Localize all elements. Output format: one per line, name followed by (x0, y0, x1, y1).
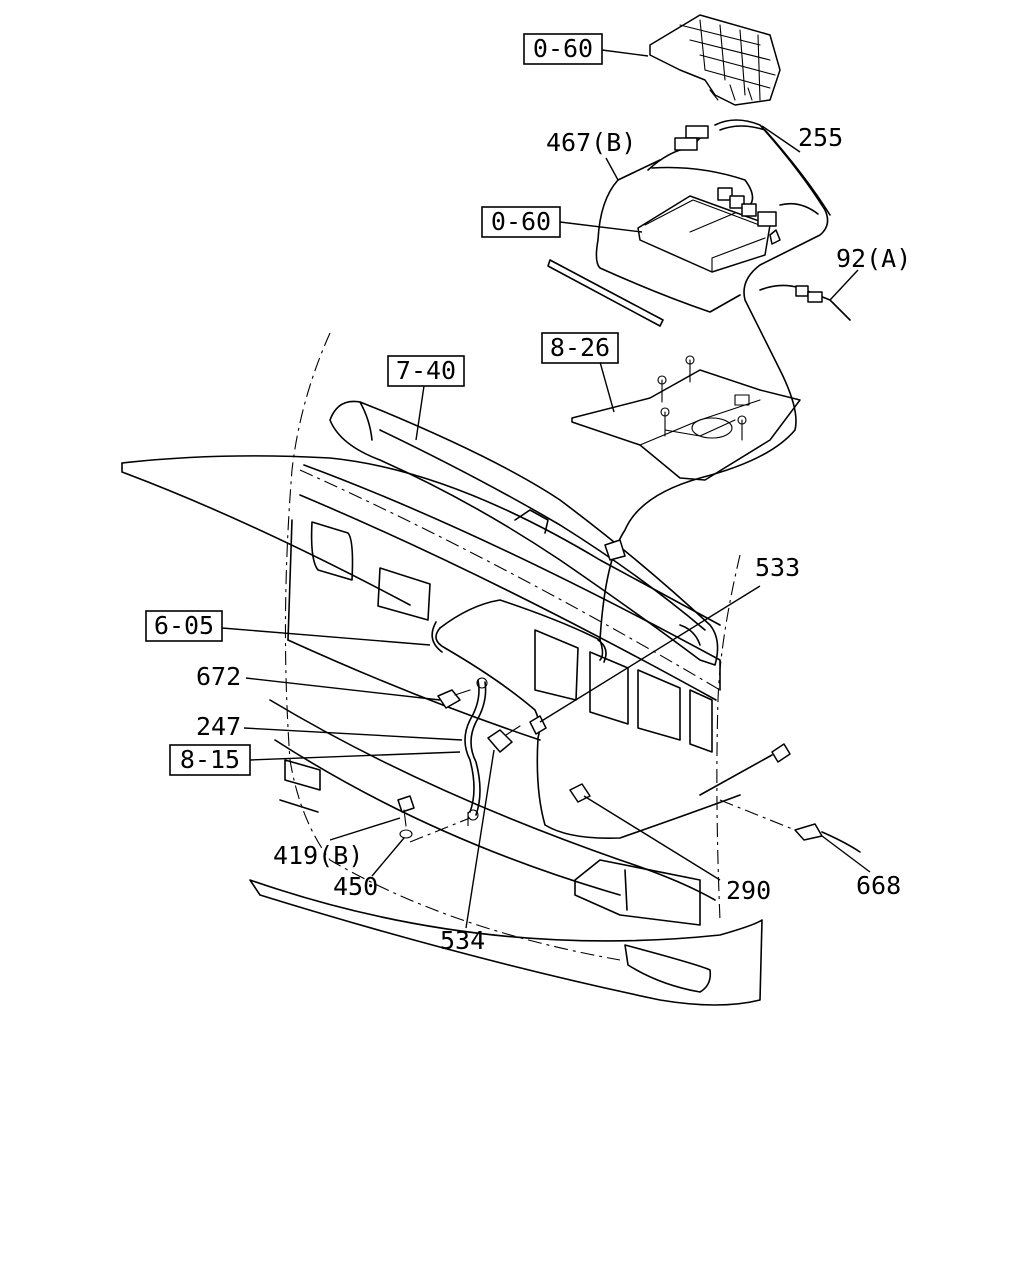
label-533[interactable]: 533 (755, 553, 800, 582)
label-672[interactable]: 672 (196, 662, 241, 691)
clip-533 (529, 715, 547, 735)
ecu-mounting-bracket (571, 355, 801, 481)
callout-6-05-text: 6-05 (154, 611, 214, 640)
label-450[interactable]: 450 (333, 872, 378, 901)
label-255[interactable]: 255 (798, 123, 843, 152)
leader-lines (221, 49, 871, 929)
callout-0-60-top-text: 0-60 (533, 34, 593, 63)
callout-8-15[interactable]: 8-15 (169, 744, 251, 776)
upper-grille-panel (329, 400, 719, 666)
callout-6-05[interactable]: 6-05 (145, 610, 223, 642)
label-92a[interactable]: 92(A) (836, 244, 911, 273)
label-467b[interactable]: 467(B) (546, 128, 636, 157)
callout-8-26-text: 8-26 (550, 333, 610, 362)
sensor-668 (699, 743, 861, 853)
callout-0-60-mid[interactable]: 0-60 (481, 206, 561, 238)
bolt-534 (487, 725, 521, 753)
callout-8-26[interactable]: 8-26 (541, 332, 619, 364)
label-419b[interactable]: 419(B) (273, 841, 363, 870)
bolt-419b (397, 795, 415, 839)
callout-8-15-text: 8-15 (180, 745, 240, 774)
label-534[interactable]: 534 (440, 926, 485, 955)
label-290[interactable]: 290 (726, 876, 771, 905)
callout-0-60-top[interactable]: 0-60 (523, 33, 603, 65)
callout-0-60-mid-text: 0-60 (491, 207, 551, 236)
top-relay-bracket (649, 14, 781, 106)
callout-7-40-text: 7-40 (396, 356, 456, 385)
wiring-harness (431, 119, 851, 840)
nut-290 (569, 783, 591, 803)
hose-247 (464, 677, 488, 821)
ecu-unit (637, 195, 771, 273)
label-668[interactable]: 668 (856, 871, 901, 900)
label-247[interactable]: 247 (196, 712, 241, 741)
callout-7-40[interactable]: 7-40 (387, 355, 465, 387)
bolt-672 (437, 689, 471, 709)
